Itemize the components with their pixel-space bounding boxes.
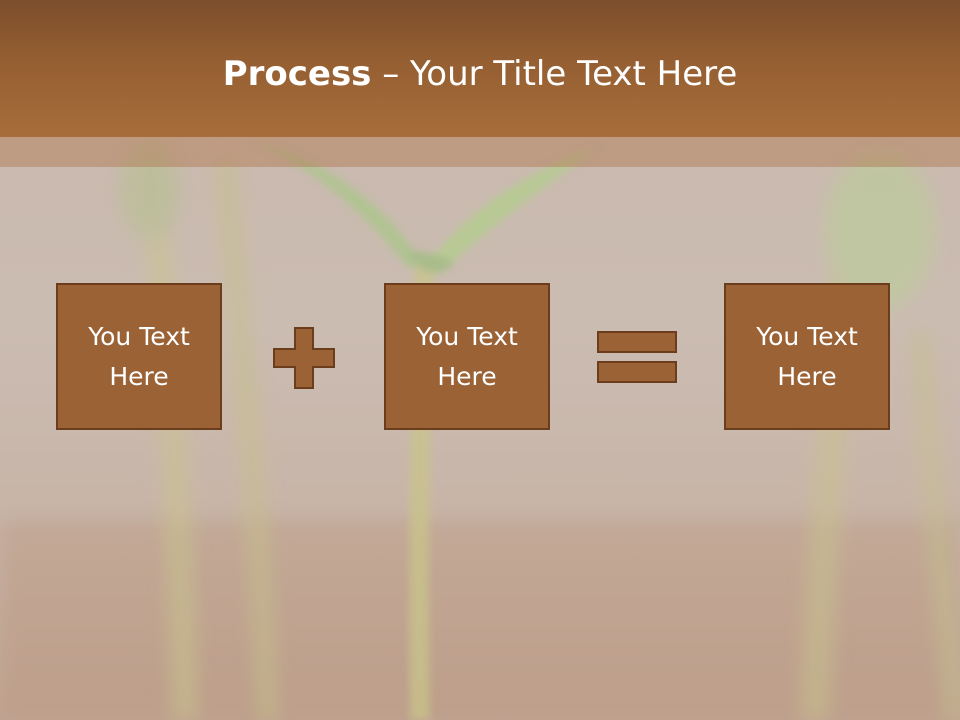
process-box-2: You Text Here — [384, 283, 550, 430]
slide-title-bold: Process — [222, 54, 372, 94]
process-box-1: You Text Here — [56, 283, 222, 430]
title-bar — [0, 0, 960, 137]
process-box-1-text: You Text Here — [88, 321, 190, 391]
slide-title: Process – Your Title Text Here — [0, 52, 960, 96]
process-box-2-text: You Text Here — [416, 321, 518, 391]
title-bar-strip — [0, 137, 960, 167]
equals-icon — [597, 331, 677, 383]
slide-title-rest: – Your Title Text Here — [371, 54, 738, 94]
process-box-3-text: You Text Here — [756, 321, 858, 391]
process-box-3: You Text Here — [724, 283, 890, 430]
plus-icon — [273, 327, 335, 389]
